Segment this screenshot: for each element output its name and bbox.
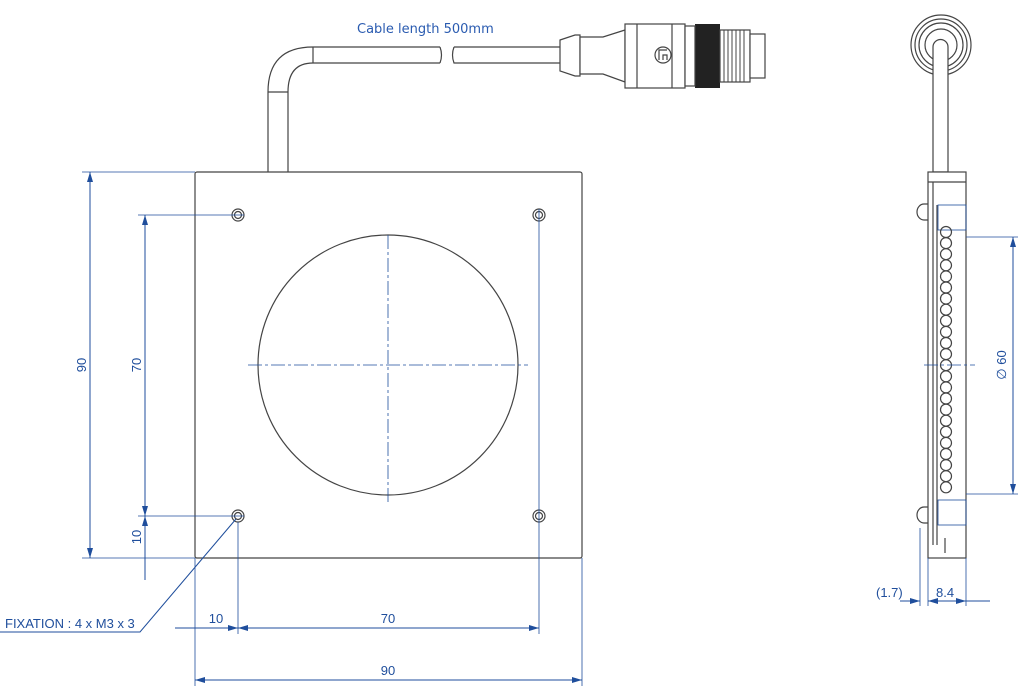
mounting-holes xyxy=(231,208,546,523)
led-column xyxy=(939,225,953,494)
dim-width-90: 90 xyxy=(381,663,395,678)
fixation-note: FIXATION : 4 x M3 x 3 xyxy=(5,616,135,631)
dim-thickness-8-4: 8.4 xyxy=(936,585,954,600)
front-view xyxy=(194,171,583,559)
plate-outline xyxy=(194,171,583,559)
extension-lines xyxy=(82,171,583,686)
dim-height-90: 90 xyxy=(74,358,89,372)
side-view xyxy=(910,14,975,559)
logo-icon xyxy=(654,46,672,64)
led-icon xyxy=(939,481,953,494)
cable xyxy=(267,46,560,172)
dim-hole-offset-v-10: 10 xyxy=(129,530,144,544)
dim-hole-offset-h-10: 10 xyxy=(209,611,223,626)
fixation-leader xyxy=(0,518,237,633)
dim-offset-1-7: (1.7) xyxy=(876,585,903,600)
dim-diameter-60: ∅ 60 xyxy=(994,350,1009,379)
dim-hole-spacing-h-70: 70 xyxy=(381,611,395,626)
dim-hole-spacing-v-70: 70 xyxy=(129,358,144,372)
cable-length-label: Cable length 500mm xyxy=(357,22,494,37)
m12-connector xyxy=(559,23,766,89)
